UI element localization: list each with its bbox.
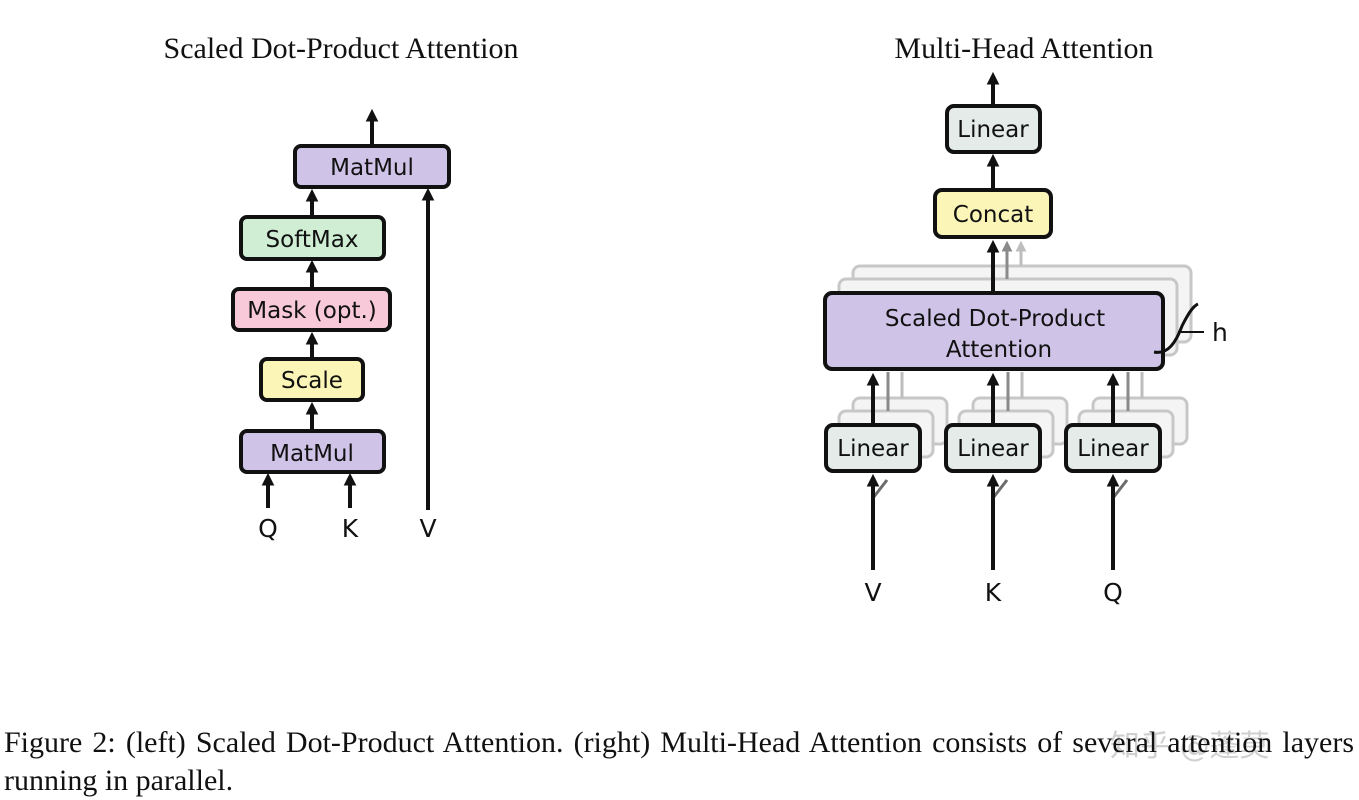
right-input-q: Q [1103,578,1123,607]
left-input-k: K [342,514,359,543]
linear-k-label: Linear [957,436,1029,462]
left-arrows [261,108,435,510]
sdpa-label-line2: Attention [946,337,1052,363]
linear-q-block: Linear [1064,423,1162,473]
linear-v-label: Linear [837,436,909,462]
concat-block: Concat [933,188,1053,239]
matmul-bottom-block: MatMul [239,429,386,474]
left-input-v: V [419,514,436,543]
softmax-block: SoftMax [239,215,386,261]
scaled-dot-product-attention-block: Scaled Dot-Product Attention [823,291,1165,371]
mask-block: Mask (opt.) [231,287,392,332]
heads-bracket [1153,302,1199,354]
concat-label: Concat [953,202,1033,228]
mask-label: Mask (opt.) [247,298,377,324]
linear-q-label: Linear [1077,436,1149,462]
right-input-k: K [985,578,1002,607]
linear-output-block: Linear [945,104,1042,154]
attention-to-concat-arrows [986,239,1027,292]
figure-caption: Figure 2: (left) Scaled Dot-Product Atte… [4,726,1354,797]
scale-label: Scale [281,368,343,394]
softmax-label: SoftMax [266,227,359,253]
right-input-v: V [864,578,881,607]
left-input-q: Q [258,514,278,543]
left-diagram-title: Scaled Dot-Product Attention [164,32,519,65]
heads-label: h [1212,318,1228,347]
matmul-top-label: MatMul [330,155,414,181]
linear-output-label: Linear [957,117,1029,143]
linear-k-block: Linear [944,423,1042,473]
matmul-bottom-label: MatMul [270,441,354,467]
matmul-top-block: MatMul [293,144,451,189]
right-diagram-title: Multi-Head Attention [894,32,1153,65]
right-inner-arrows [866,372,1144,424]
sdpa-label-line1: Scaled Dot-Product [885,306,1105,332]
scale-block: Scale [259,357,365,402]
watermark: 知乎 @蓬莫 [1110,729,1270,764]
linear-v-block: Linear [824,423,922,473]
right-input-arrows [866,473,1129,570]
